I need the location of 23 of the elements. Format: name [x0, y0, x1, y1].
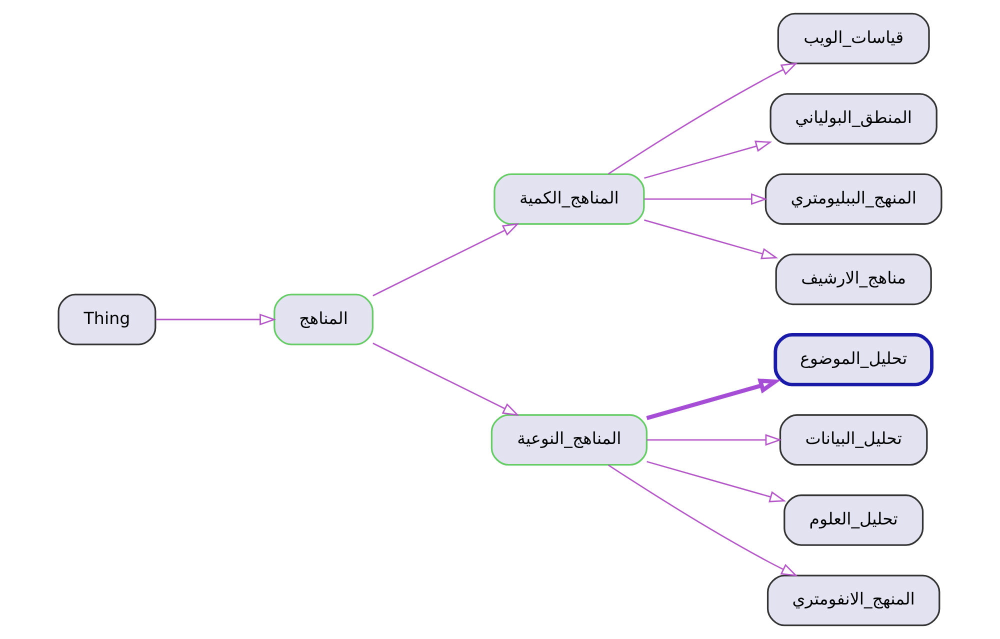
- node-box: المنهج_الانفومتري: [766, 574, 940, 626]
- arrow: [644, 193, 768, 205]
- arrow: [644, 140, 772, 179]
- node-box: قياسات_الويب: [777, 12, 930, 64]
- arrow: [372, 223, 520, 296]
- node-box: المناهج_النوعية: [490, 414, 648, 466]
- arrow: [646, 378, 781, 420]
- node-box: تحليل_البيانات: [779, 414, 928, 466]
- node-box: تحليل_الموضوع: [774, 333, 934, 386]
- node-box: المنهج_الببليومتري: [764, 173, 942, 225]
- node-box: تحليل_العلوم: [784, 494, 924, 546]
- node-box: المناهج_الكمية: [494, 173, 645, 225]
- arrow: [646, 460, 786, 502]
- node-box: المناهج: [274, 294, 374, 346]
- node-box: مناهج_الارشيف: [775, 254, 932, 306]
- arrow: [646, 434, 782, 446]
- arrow: [608, 464, 798, 576]
- node-box: المنطق_البولياني: [770, 93, 938, 145]
- arrow: [156, 314, 276, 326]
- arrow: [372, 342, 520, 416]
- arrow: [644, 219, 778, 260]
- node-box: Thing: [58, 294, 156, 346]
- arrow: [608, 62, 798, 175]
